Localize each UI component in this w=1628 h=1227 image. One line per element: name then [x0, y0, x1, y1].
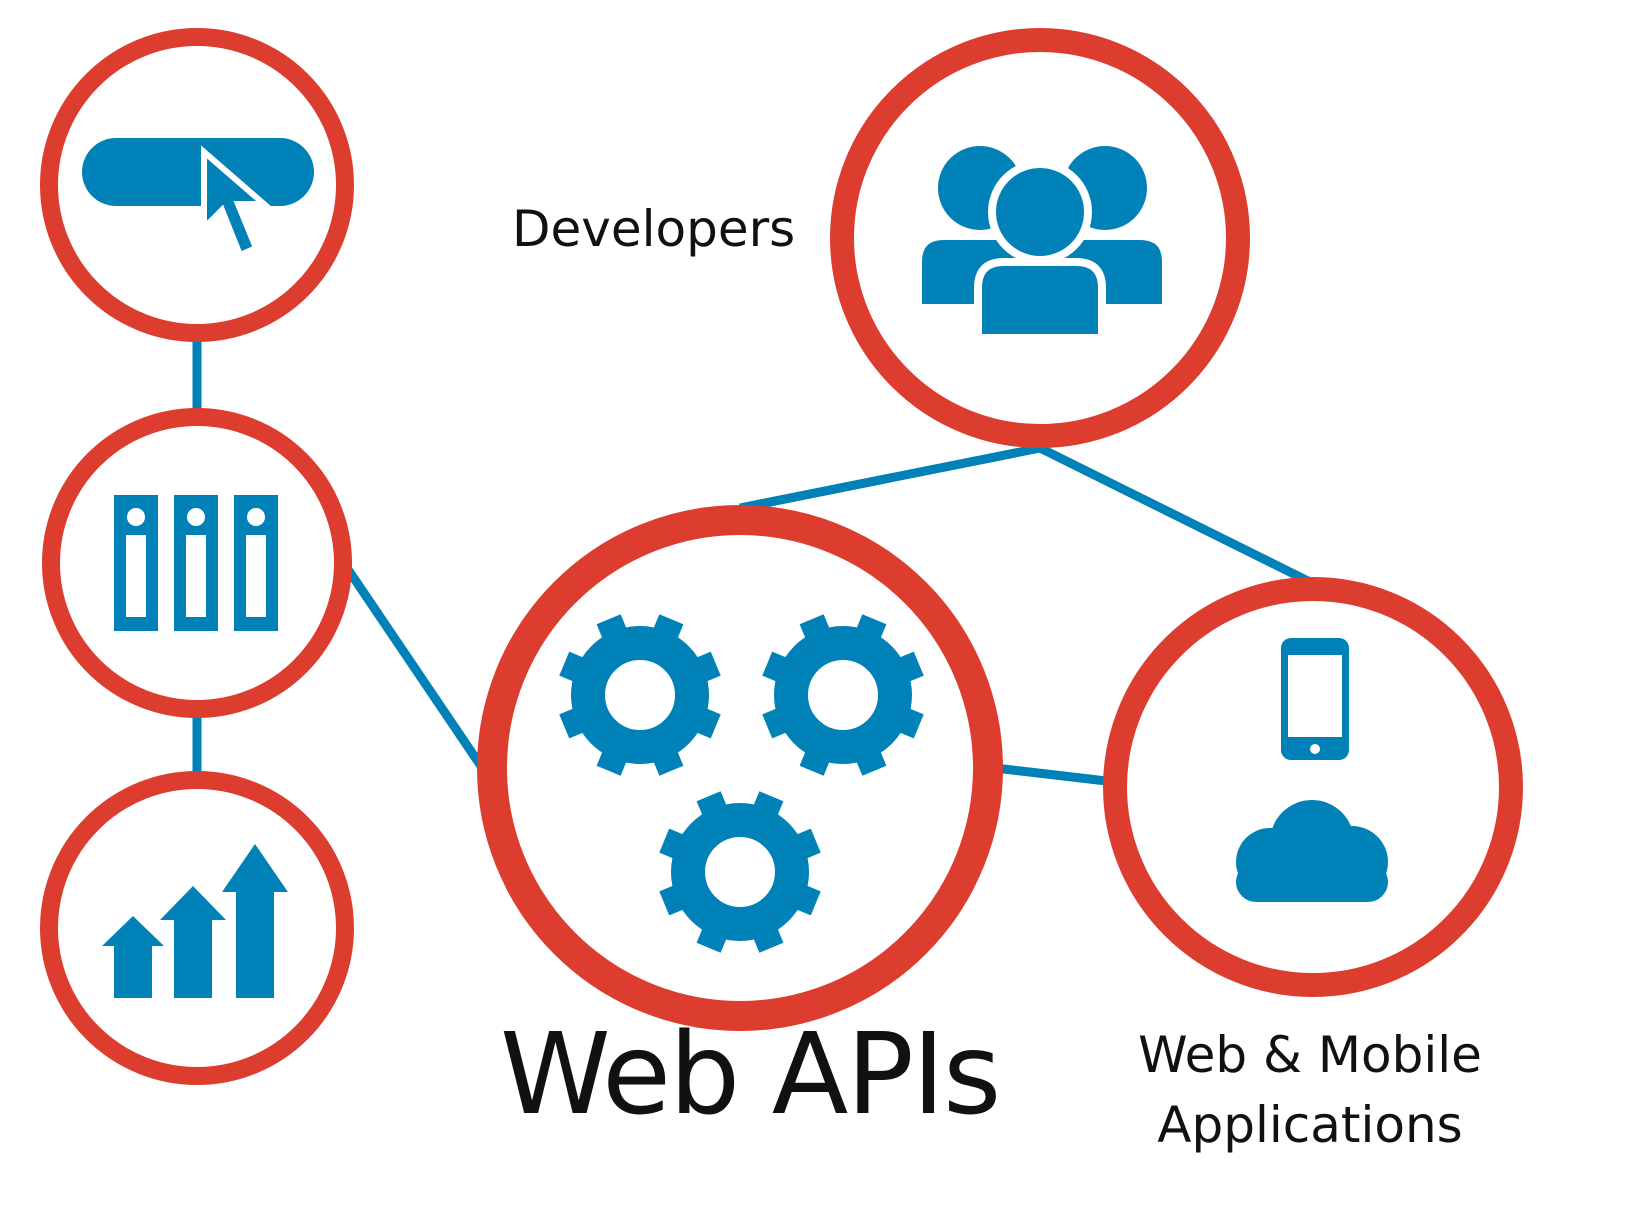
web-apis-title: Web APIs [500, 1010, 1001, 1140]
cloud-icon [1236, 800, 1388, 902]
people-group-icon [914, 138, 1170, 342]
connector-developers-mobile [1037, 443, 1313, 587]
web-mobile-label: Web & Mobile Applications [1120, 1020, 1500, 1160]
developers-label: Developers [512, 200, 796, 258]
gears-icon [559, 614, 924, 953]
gear-icon [659, 791, 821, 953]
web-mobile-label-line1: Web & Mobile [1138, 1026, 1482, 1084]
node-web-apis [477, 505, 1003, 1031]
node-web-mobile [1103, 577, 1523, 997]
connector-servers-apis [341, 562, 489, 775]
connectors [192, 330, 1313, 787]
server-racks-icon [114, 495, 278, 631]
rising-arrows-icon [102, 844, 288, 998]
web-mobile-label-line2: Applications [1157, 1096, 1463, 1154]
cursor-click-button-icon [82, 138, 314, 259]
phone-icon [1281, 638, 1349, 760]
connector-apis-mobile [994, 763, 1116, 787]
gear-icon [559, 614, 721, 776]
connector-apis-developers [739, 443, 1041, 513]
gear-icon [762, 614, 924, 776]
